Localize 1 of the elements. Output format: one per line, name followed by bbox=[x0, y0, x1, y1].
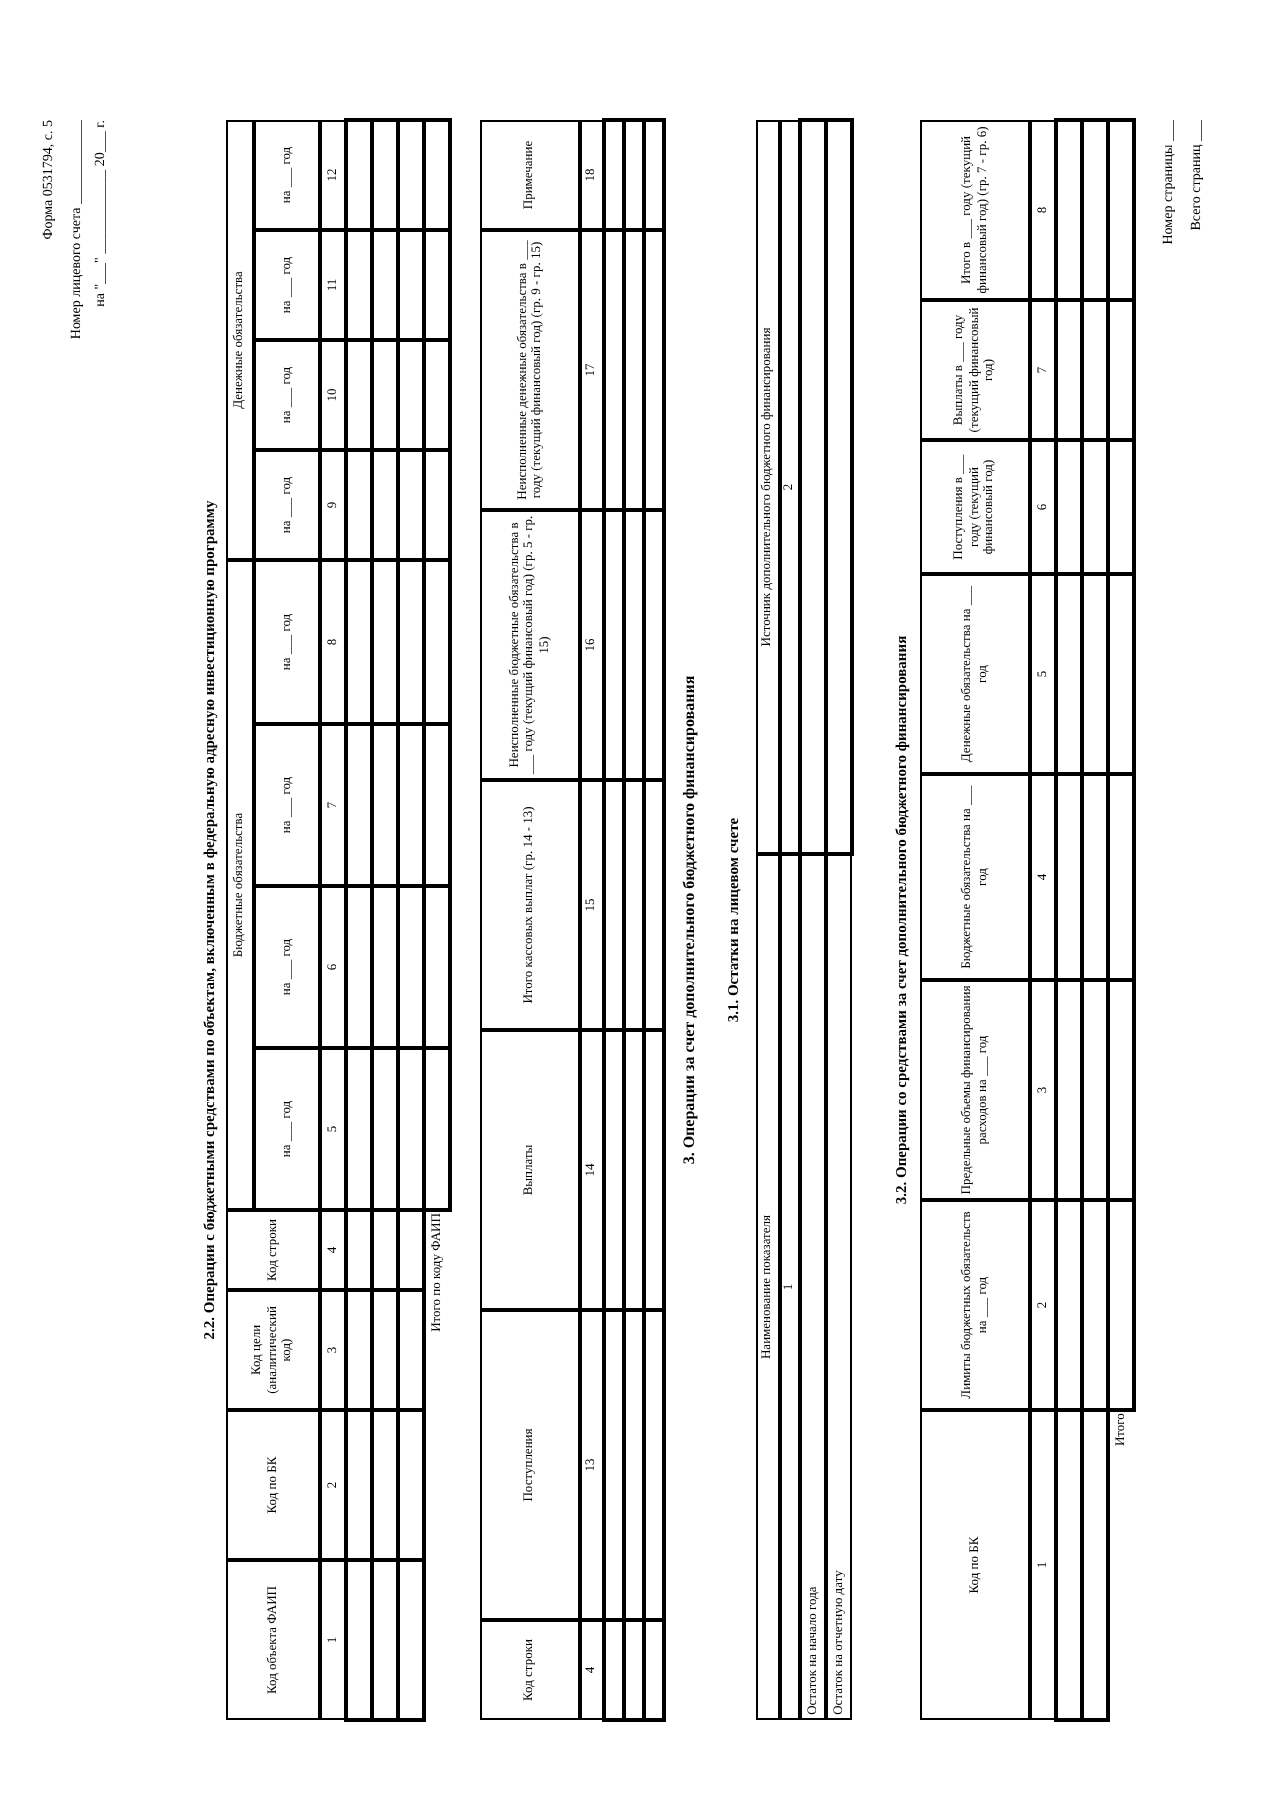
section-heading: 3. Операции за счет дополнительного бюджетного финансирования bbox=[680, 673, 698, 1169]
